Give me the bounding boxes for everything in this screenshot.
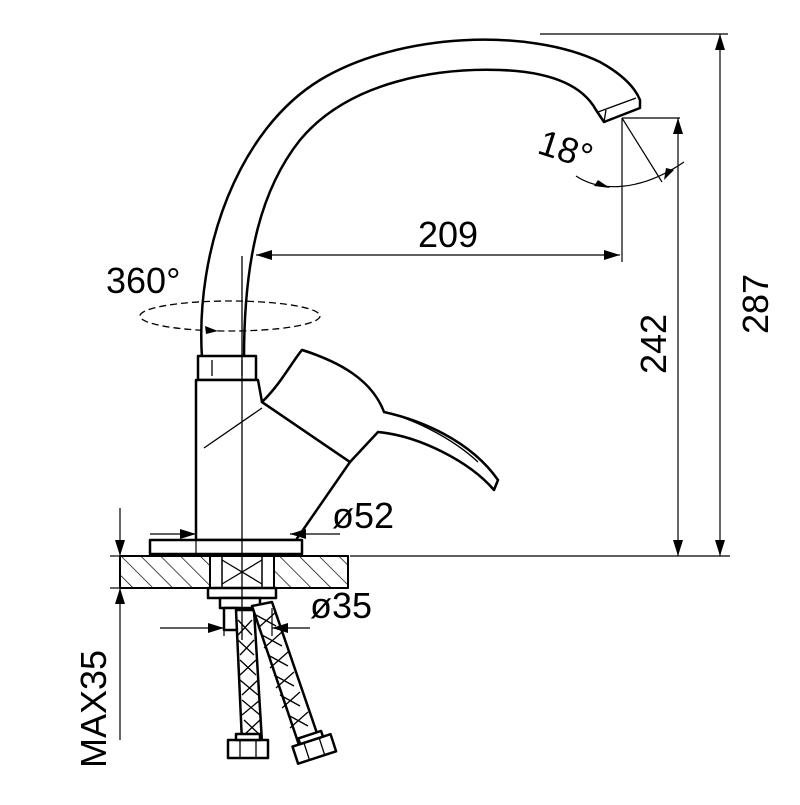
spout-height-dimension: 242	[633, 118, 683, 556]
swivel-indicator: 360°	[106, 260, 321, 334]
base-plate	[148, 538, 304, 556]
outlet-angle-label: 18°	[534, 121, 598, 177]
supply-hoses	[226, 600, 338, 765]
base-diameter-dimension: ø52	[150, 495, 394, 556]
reach-label: 209	[418, 214, 478, 255]
spout	[200, 38, 642, 360]
spout-height-label: 242	[633, 314, 674, 374]
swivel-angle-label: 360°	[106, 260, 180, 301]
shank-diameter-dimension: ø35	[160, 585, 372, 636]
lever-handle	[260, 348, 500, 492]
max-thickness-label: MAX35	[73, 650, 114, 768]
counter-top	[119, 555, 349, 589]
reach-dimension: 209	[256, 118, 623, 262]
base-diameter-label: ø52	[332, 495, 394, 536]
outlet-angle-dimension: 18°	[534, 117, 685, 188]
total-height-dimension: 287	[350, 33, 776, 557]
max-thickness-dimension: MAX35	[73, 508, 125, 768]
shank-diameter-label: ø35	[310, 585, 372, 626]
faucet-body	[194, 354, 352, 542]
total-height-label: 287	[735, 274, 776, 334]
